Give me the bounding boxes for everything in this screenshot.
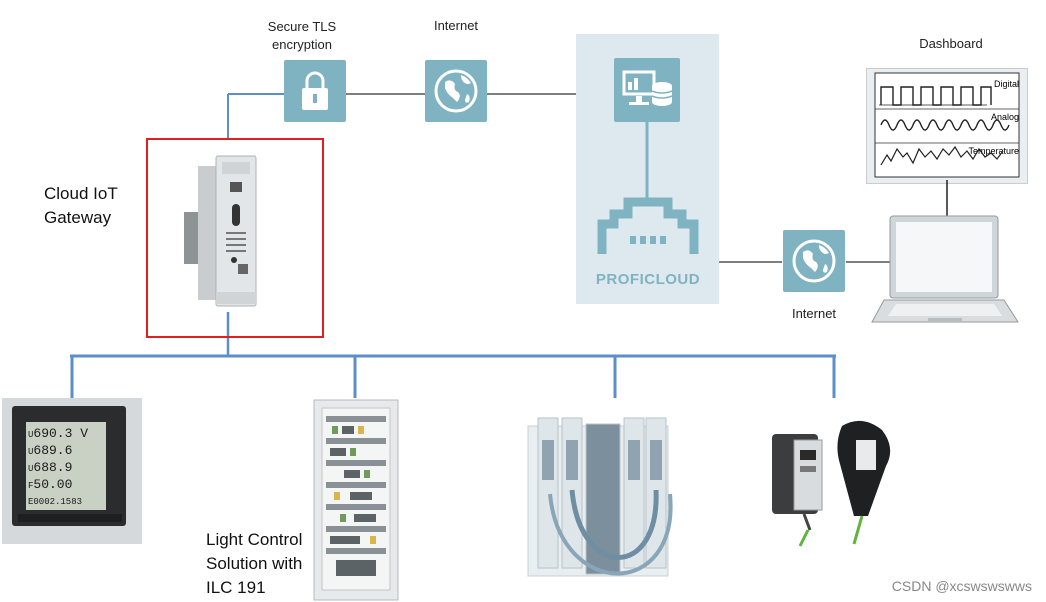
lock-icon — [302, 71, 328, 110]
dashboard-label: Dashboard — [919, 36, 983, 51]
globe-icon — [792, 239, 836, 283]
plc-rack-image — [527, 417, 673, 577]
meter-row: E0002.1583 — [28, 497, 83, 507]
meter-row: U690.3 V — [28, 426, 89, 441]
cloud-iot-gateway-label: Cloud IoT Gateway — [44, 184, 118, 227]
internet-top-tile — [425, 60, 487, 122]
temperature-chart-label: Temperature — [968, 146, 1019, 156]
gateway-highlight-box — [146, 138, 324, 338]
power-meter-image — [2, 398, 142, 544]
laptop-image — [871, 215, 1019, 323]
watermark: CSDN @xcswswswws — [891, 578, 1032, 594]
internet-top-label: Internet — [433, 18, 479, 33]
globe-icon — [434, 69, 478, 113]
digital-chart-label: Digital — [994, 79, 1019, 89]
meter-row: U689.6 — [28, 443, 73, 458]
power-meter-display: U690.3 V U689.6 U688.9 F50.00 E0002.1583 — [28, 426, 104, 510]
internet-bottom-label: Internet — [791, 306, 837, 321]
gateway-device-image — [184, 155, 257, 307]
internet-bottom-tile — [783, 230, 845, 292]
proficloud-network-icon — [597, 197, 699, 254]
meter-row: F50.00 — [28, 477, 73, 492]
proficloud-label: PROFICLOUD — [595, 271, 701, 288]
server-tile — [614, 58, 680, 122]
meter-row: U688.9 — [28, 460, 73, 475]
sensor-devices-image — [772, 420, 891, 547]
proficloud-link-line — [645, 122, 649, 198]
monitor-database-icon — [622, 70, 673, 106]
dashboard-charts: Digital Analog Temperature — [874, 72, 1020, 178]
light-control-label: Light Control Solution with ILC 191 — [206, 530, 303, 597]
lock-tile — [284, 60, 346, 122]
analog-chart-label: Analog — [991, 112, 1019, 122]
secure-tls-label: Secure TLS encryption — [267, 19, 337, 52]
control-cabinet-image — [313, 399, 399, 601]
dashboard-panel: Digital Analog Temperature — [866, 68, 1028, 184]
